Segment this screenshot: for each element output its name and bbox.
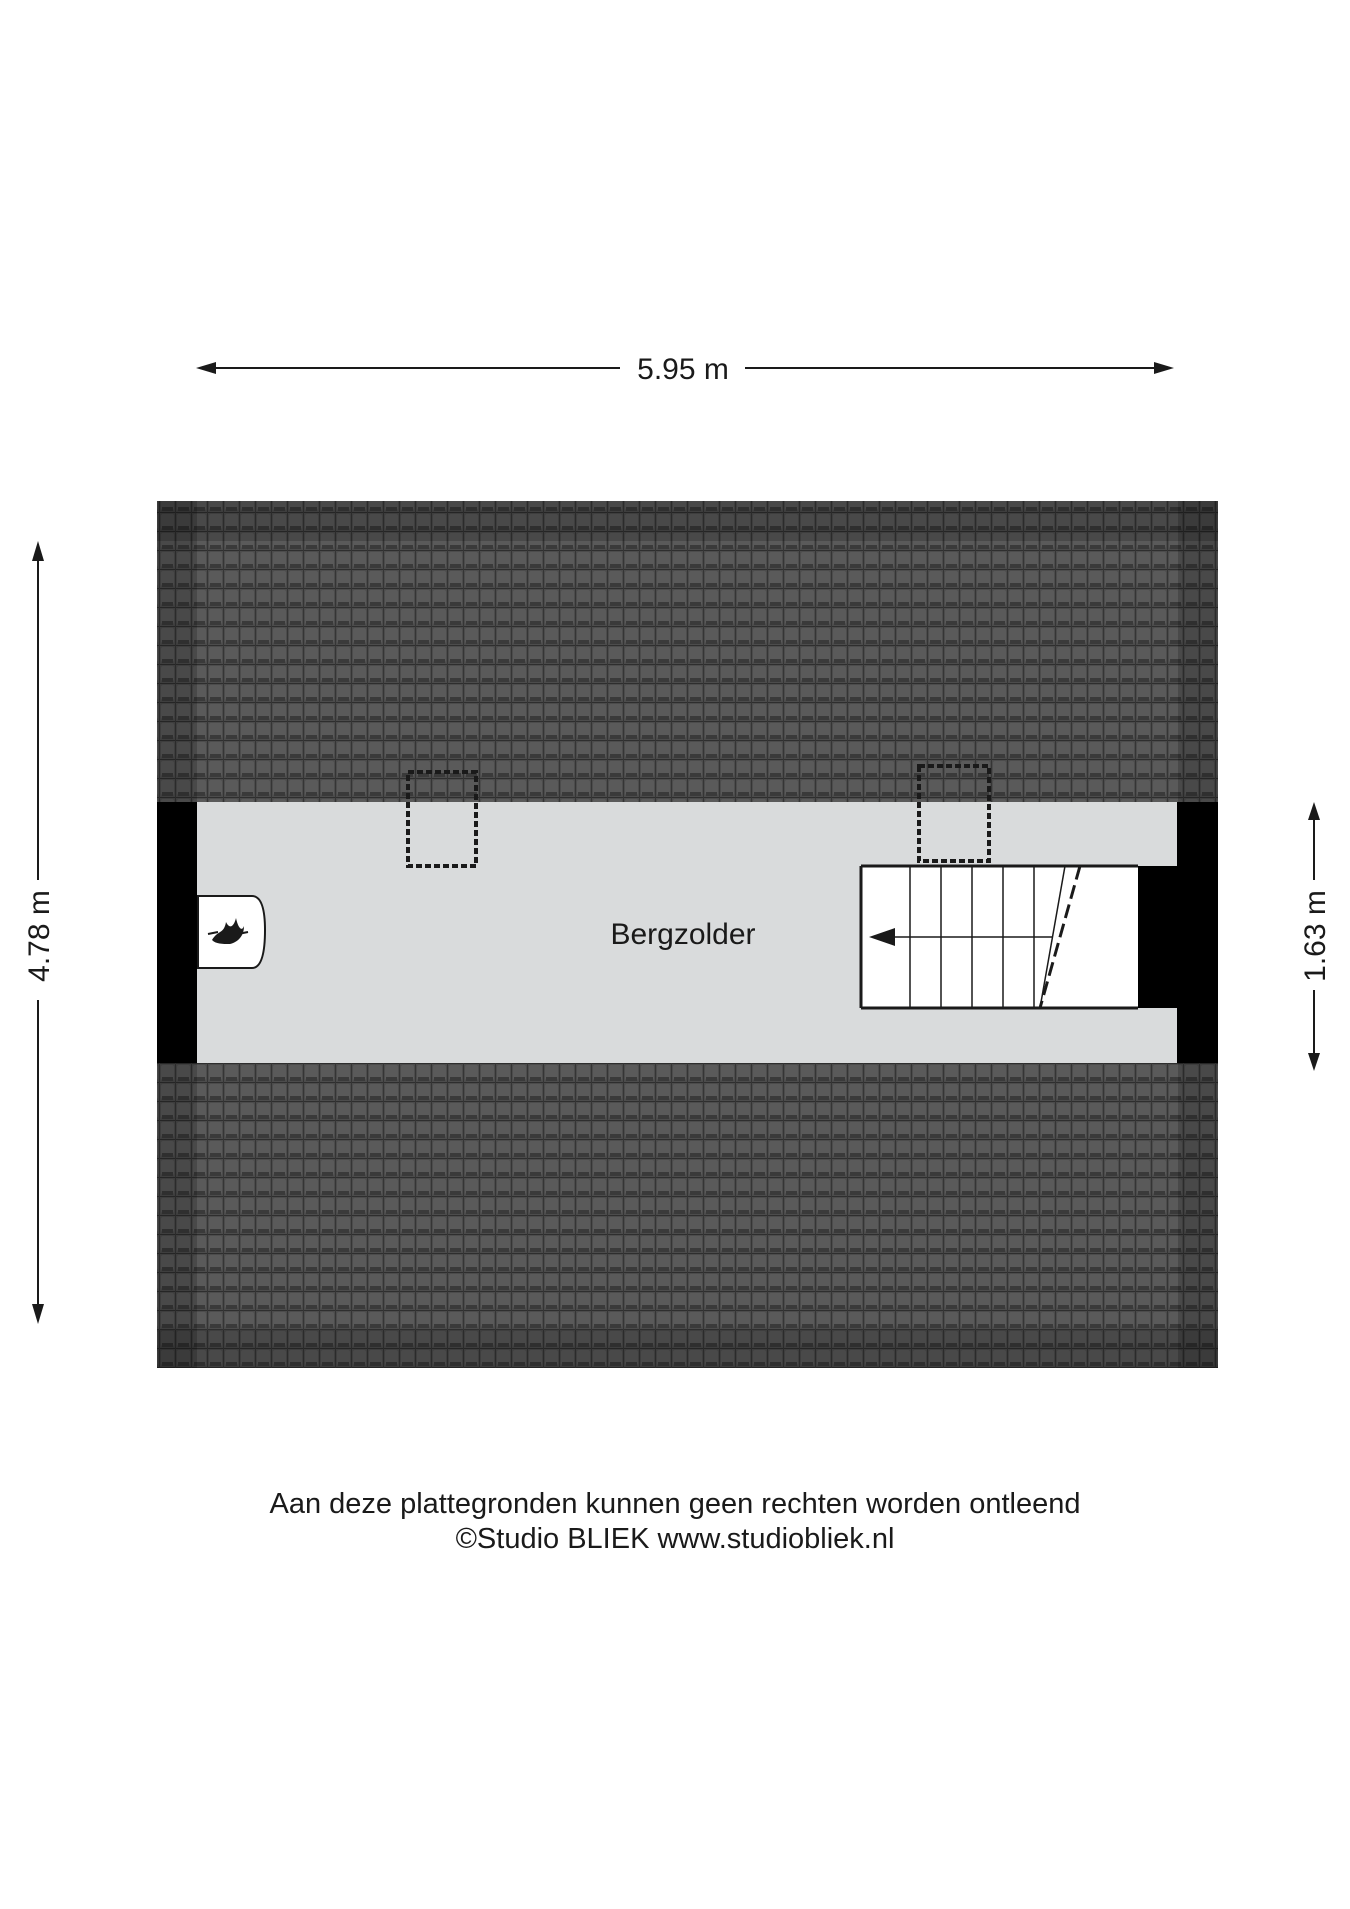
- arrow-up-icon: [32, 541, 44, 561]
- arrow-down-icon: [1308, 1053, 1320, 1071]
- stair-opening: [1138, 866, 1178, 1008]
- wall-right: [1177, 802, 1218, 1063]
- credit-text: ©Studio BLIEK www.studiobliek.nl: [455, 1523, 895, 1555]
- height-label: 4.78 m: [23, 890, 56, 982]
- disclaimer-text: Aan deze plattegronden kunnen geen recht…: [269, 1488, 1081, 1520]
- arrow-right-icon: [1154, 362, 1174, 374]
- staircase: [859, 864, 1138, 1010]
- roof-bottom: [157, 1063, 1218, 1368]
- arrow-up-icon: [1308, 802, 1320, 820]
- arrow-left-icon: [869, 928, 895, 946]
- arrow-left-icon: [196, 362, 216, 374]
- heater: [197, 895, 267, 969]
- room-depth-dimension: 1.63 m: [1299, 802, 1332, 1071]
- roof-top: [157, 501, 1218, 802]
- width-label: 5.95 m: [637, 353, 729, 386]
- height-dimension: 4.78 m: [23, 541, 56, 1324]
- width-dimension: 5.95 m: [196, 353, 1174, 386]
- room-depth-label: 1.63 m: [1299, 890, 1332, 982]
- room-label: Bergzolder: [610, 918, 755, 951]
- wall-left: [157, 802, 197, 1063]
- arrow-down-icon: [32, 1304, 44, 1324]
- skylight-right: [917, 764, 991, 863]
- flame-icon: [207, 918, 249, 944]
